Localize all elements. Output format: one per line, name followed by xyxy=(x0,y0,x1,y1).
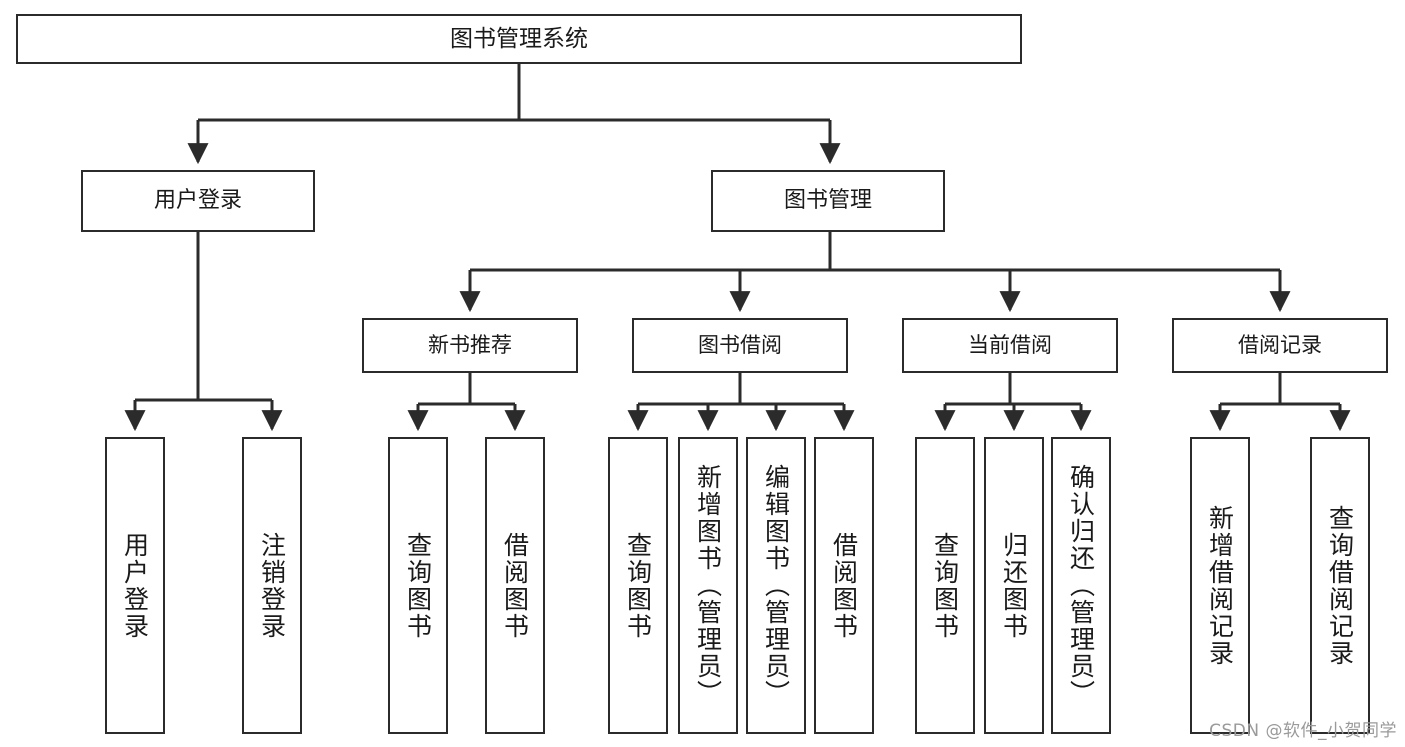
node-book-management[interactable]: 图书管理 xyxy=(711,170,945,232)
node-label: 确认归还（管理员） xyxy=(1066,464,1096,707)
node-label: 新书推荐 xyxy=(428,333,512,358)
node-label: 新增图书（管理员） xyxy=(693,464,723,707)
node-label: 用户登录 xyxy=(153,188,242,214)
leaf-borrow-book-recommendation[interactable]: 借阅图书 xyxy=(485,437,545,734)
node-borrowing-record[interactable]: 借阅记录 xyxy=(1172,318,1388,373)
node-label: 图书管理 xyxy=(783,188,872,214)
leaf-add-book-admin[interactable]: 新增图书（管理员） xyxy=(678,437,738,734)
node-label: 当前借阅 xyxy=(968,333,1052,358)
leaf-logout[interactable]: 注销登录 xyxy=(242,437,302,734)
node-label: 借阅图书 xyxy=(829,531,859,640)
node-label: 注销登录 xyxy=(257,531,287,640)
node-current-borrowing[interactable]: 当前借阅 xyxy=(902,318,1118,373)
node-label: 用户登录 xyxy=(120,531,150,640)
leaf-query-book-borrowing[interactable]: 查询图书 xyxy=(608,437,668,734)
leaf-query-book-recommendation[interactable]: 查询图书 xyxy=(388,437,448,734)
node-user-login[interactable]: 用户登录 xyxy=(81,170,315,232)
node-label: 借阅记录 xyxy=(1238,333,1322,358)
leaf-return-book[interactable]: 归还图书 xyxy=(984,437,1044,734)
node-root-system[interactable]: 图书管理系统 xyxy=(16,14,1022,64)
node-label: 查询图书 xyxy=(403,531,433,640)
node-label: 查询借阅记录 xyxy=(1325,504,1355,667)
leaf-query-borrowing-record[interactable]: 查询借阅记录 xyxy=(1310,437,1370,734)
node-label: 编辑图书（管理员） xyxy=(761,464,791,707)
leaf-edit-book-admin[interactable]: 编辑图书（管理员） xyxy=(746,437,806,734)
node-label: 归还图书 xyxy=(999,531,1029,640)
node-label: 查询图书 xyxy=(623,531,653,640)
leaf-add-borrowing-record[interactable]: 新增借阅记录 xyxy=(1190,437,1250,734)
node-label: 新增借阅记录 xyxy=(1205,504,1235,667)
leaf-query-book-current[interactable]: 查询图书 xyxy=(915,437,975,734)
node-label: 查询图书 xyxy=(930,531,960,640)
node-label: 图书管理系统 xyxy=(450,25,588,52)
leaf-borrow-book[interactable]: 借阅图书 xyxy=(814,437,874,734)
node-label: 图书借阅 xyxy=(698,333,782,358)
node-book-borrowing[interactable]: 图书借阅 xyxy=(632,318,848,373)
node-label: 借阅图书 xyxy=(500,531,530,640)
node-new-book-recommendation[interactable]: 新书推荐 xyxy=(362,318,578,373)
leaf-user-login[interactable]: 用户登录 xyxy=(105,437,165,734)
leaf-confirm-return-admin[interactable]: 确认归还（管理员） xyxy=(1051,437,1111,734)
